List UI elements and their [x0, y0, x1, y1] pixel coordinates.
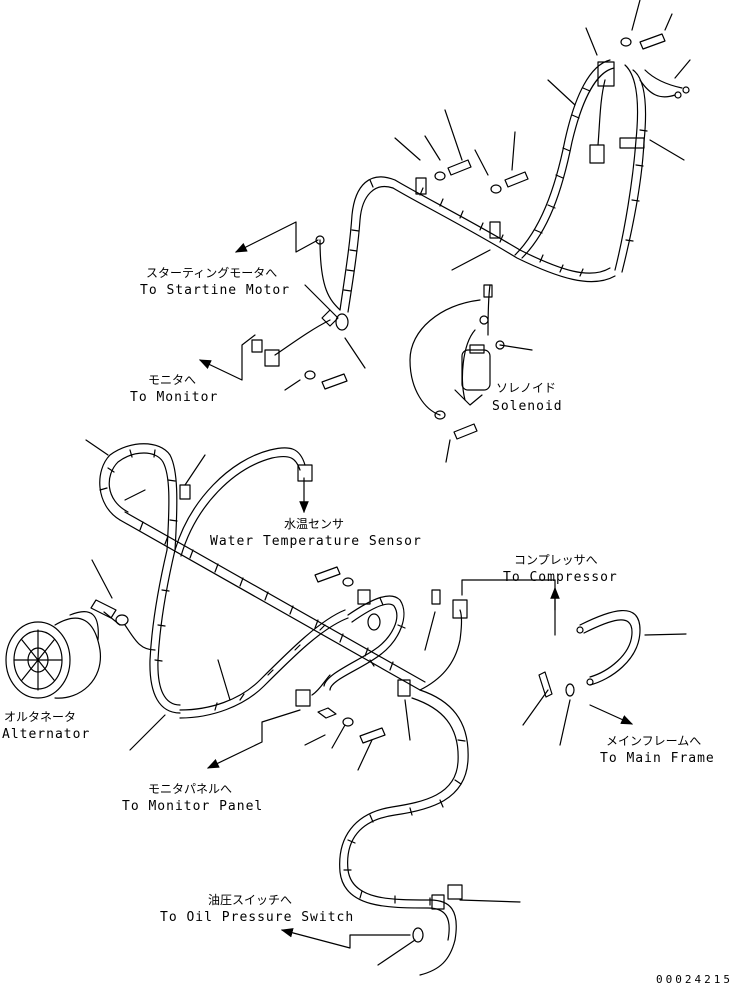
- oil-switch-label-jp: 油圧スイッチへ: [208, 893, 293, 907]
- leader-lines: [85, 0, 691, 903]
- solenoid-label-en: Solenoid: [492, 399, 563, 414]
- compressor-label-en: To Compressor: [503, 570, 618, 585]
- monitor-panel-label-jp: モニタパネルへ: [148, 782, 233, 796]
- main-frame-label-jp: メインフレームへ: [606, 734, 702, 748]
- upper-harness: [251, 33, 690, 440]
- water-temp-label-jp: 水温センサ: [284, 517, 345, 531]
- starting-motor-label-jp: スターティングモータへ: [146, 266, 278, 280]
- compressor-label-jp: コンプレッサへ: [514, 553, 598, 567]
- direction-arrows: [198, 221, 634, 966]
- monitor-label-en: To Monitor: [130, 390, 219, 405]
- alternator-label-en: Alternator: [2, 727, 91, 742]
- starting-motor-label-en: To Startine Motor: [140, 283, 291, 298]
- monitor-panel-label-en: To Monitor Panel: [122, 799, 264, 814]
- water-temp-label-en: Water Temperature Sensor: [210, 534, 422, 549]
- solenoid-label-jp: ソレノイド: [496, 381, 557, 395]
- monitor-label-jp: モニタへ: [148, 373, 197, 387]
- drawing-code: 00024215: [656, 973, 733, 986]
- oil-switch-label-en: To Oil Pressure Switch: [160, 910, 355, 925]
- alternator-label-jp: オルタネータ: [4, 710, 77, 724]
- main-frame-label-en: To Main Frame: [600, 751, 715, 766]
